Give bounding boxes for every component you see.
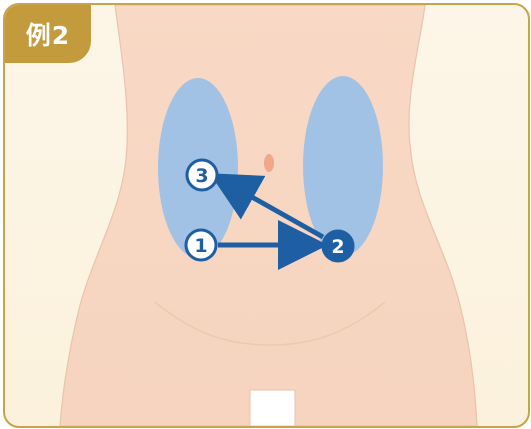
marker-2-label: 2 xyxy=(331,236,344,258)
abdomen-illustration: 1 2 3 xyxy=(5,5,528,426)
marker-3-label: 3 xyxy=(195,165,208,187)
example-tag-label: 例2 xyxy=(26,16,70,52)
illustration-frame: 1 2 3 例2 xyxy=(3,3,530,428)
marker-1: 1 xyxy=(186,230,216,260)
navel xyxy=(264,154,274,172)
marker-1-label: 1 xyxy=(194,235,207,257)
torso xyxy=(60,5,477,426)
example-tag: 例2 xyxy=(5,5,91,63)
marker-2: 2 xyxy=(323,231,353,261)
injection-zone-right xyxy=(303,76,383,256)
marker-3: 3 xyxy=(187,160,217,190)
